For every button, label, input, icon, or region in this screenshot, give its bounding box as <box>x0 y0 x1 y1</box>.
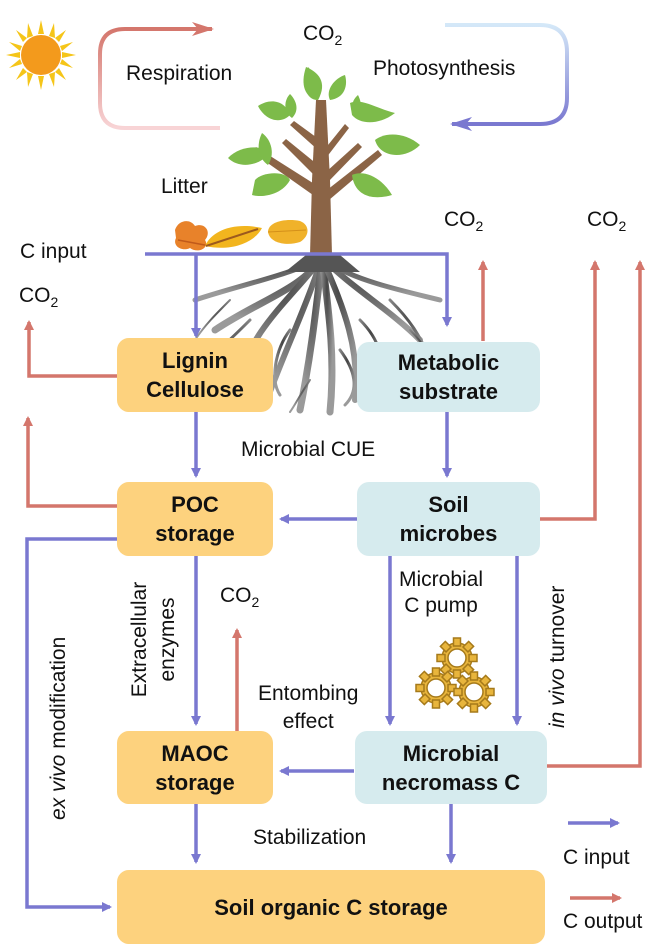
microbial-necromass-box: Microbial necromass C <box>355 731 547 804</box>
arrow-lignin-co2 <box>24 320 117 378</box>
extracellular-line2: enzymes <box>156 597 179 682</box>
metabolic-line2: substrate <box>398 379 499 404</box>
soil-microbes-line2: microbes <box>399 521 498 546</box>
microbial-c-pump-label: Microbial C pump <box>399 568 483 618</box>
sun-icon <box>6 20 76 90</box>
respiration-arrow <box>98 22 220 130</box>
metabolic-substrate-box: Metabolic substrate <box>357 342 540 412</box>
maoc-line1: MAOC <box>161 740 229 766</box>
photosynthesis-arrow <box>445 23 569 131</box>
legend-c-output-label: C output <box>563 910 643 933</box>
subscript: 2 <box>618 218 627 234</box>
lignin-line2: Cellulose <box>146 377 244 402</box>
litter-label: Litter <box>161 175 208 198</box>
metabolic-line1: Metabolic <box>397 350 500 375</box>
arrow-ex-vivo-modification <box>25 537 117 912</box>
subscript: 2 <box>50 294 59 310</box>
c-input-line-top <box>145 252 452 327</box>
co2-text: CO <box>303 22 335 45</box>
stabilization-label: Stabilization <box>253 826 367 849</box>
in-vivo-italic: in vivo <box>546 668 569 728</box>
co2-text: CO <box>444 208 476 231</box>
soil-microbes-line1: Soil <box>428 492 469 517</box>
co2-text: CO <box>587 208 619 231</box>
in-vivo-rest: turnover <box>546 585 569 669</box>
co2-right-label: CO2 <box>587 208 627 234</box>
microbial-cue-label: Microbial CUE <box>241 438 376 461</box>
maoc-line2: storage <box>155 769 235 795</box>
legend-c-input-label: C input <box>563 846 630 869</box>
co2-left-label: CO2 <box>19 284 59 310</box>
entombing-line2: effect <box>282 710 334 733</box>
entombing-line1: Entombing <box>258 682 359 705</box>
entombing-effect-label: Entombing effect <box>258 682 358 734</box>
ex-vivo-rest: modification <box>47 636 70 755</box>
co2-text: CO <box>19 284 51 307</box>
extracellular-enzymes-label: Extracellular enzymes <box>128 567 180 712</box>
c-output-arrows <box>23 260 645 903</box>
ex-vivo-italic: ex vivo <box>47 754 70 820</box>
necromass-line1: Microbial <box>402 740 500 766</box>
microbial-c-pump-line2: C pump <box>404 594 478 617</box>
respiration-label: Respiration <box>126 62 233 85</box>
necromass-line2: necromass C <box>381 769 521 795</box>
co2-maoc-label: CO2 <box>220 584 260 610</box>
maoc-storage-box: MAOC storage <box>117 731 273 804</box>
soil-microbes-box: Soil microbes <box>357 482 540 556</box>
subscript: 2 <box>334 32 343 48</box>
soc-label: Soil organic C storage <box>214 894 448 920</box>
soil-organic-c-storage-box: Soil organic C storage <box>117 870 545 944</box>
subscript: 2 <box>475 218 484 234</box>
ex-vivo-modification-label: ex vivo turnover modification <box>47 637 71 820</box>
subscript: 2 <box>251 594 260 610</box>
poc-storage-box: POC storage <box>117 482 273 556</box>
litter-illustration <box>175 220 308 251</box>
co2-atmosphere-label: CO2 <box>303 22 343 48</box>
root-crown <box>285 255 360 272</box>
microbial-c-pump-line1: Microbial <box>399 568 484 591</box>
arrow-microbes-co2 <box>540 260 600 521</box>
poc-line2: storage <box>155 521 235 546</box>
c-input-label: C input <box>20 240 87 263</box>
poc-line1: POC <box>171 492 219 517</box>
gears-icon <box>415 637 495 713</box>
c-input-arrows <box>25 252 620 912</box>
arrow-poc-co2 <box>23 416 117 508</box>
extracellular-line1: Extracellular <box>128 581 151 698</box>
arrow-necromass-co2 <box>547 260 645 768</box>
tree-illustration <box>228 67 420 255</box>
in-vivo-turnover-label: in vivo turnover <box>546 586 570 728</box>
photosynthesis-label: Photosynthesis <box>373 57 516 80</box>
lignin-line1: Lignin <box>162 348 228 373</box>
co2-text: CO <box>220 584 252 607</box>
co2-metabolic-label: CO2 <box>444 208 484 234</box>
